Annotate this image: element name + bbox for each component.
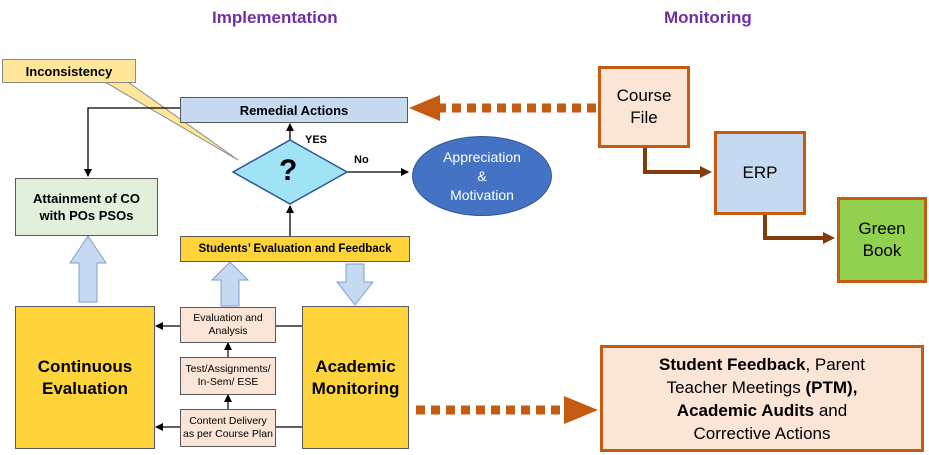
- feedback-line-2: Teacher Meetings (PTM),: [667, 376, 858, 399]
- continuous-line-2: Evaluation: [42, 378, 128, 398]
- student-feedback-box: Student Feedback, Parent Teacher Meeting…: [600, 345, 924, 452]
- content-delivery-box: Content Delivery as per Course Plan: [180, 409, 276, 447]
- feedback-line3-bold: Academic Audits: [676, 400, 815, 420]
- academic-line-1: Academic: [315, 356, 396, 376]
- feedback-line3-rest: and: [814, 400, 848, 420]
- evaluation-analysis-box: Evaluation and Analysis: [180, 307, 276, 343]
- question-mark: ?: [279, 154, 298, 187]
- feedback-line2-bold: (PTM),: [805, 377, 858, 397]
- erp-to-greenbook-head: [823, 232, 835, 244]
- test-assign-line-2: In-Sem/ ESE: [197, 376, 259, 388]
- attainment-line-1: Attainment of CO: [33, 191, 140, 206]
- content-delivery-line-1: Content Delivery: [189, 415, 267, 427]
- green-book-line-2: Book: [862, 241, 902, 260]
- remedial-actions-box: Remedial Actions: [180, 97, 408, 123]
- no-label: No: [354, 154, 369, 166]
- decision-diamond: [231, 139, 349, 205]
- appreciation-line-1: Appreciation: [443, 148, 521, 165]
- content-delivery-line-2: as per Course Plan: [183, 428, 273, 440]
- monitoring-header: Monitoring: [664, 8, 752, 27]
- academic-monitoring-box: Academic Monitoring: [302, 306, 409, 449]
- green-book-line-1: Green: [858, 219, 906, 238]
- remedial-actions-label: Remedial Actions: [239, 102, 349, 118]
- appreciation-ellipse: Appreciation & Motivation: [412, 136, 552, 216]
- erp-box: ERP: [714, 131, 806, 215]
- block-arrow-up-middle: [210, 261, 250, 307]
- block-arrow-up-left: [69, 235, 107, 303]
- feedback-line1-rest: , Parent: [805, 354, 865, 374]
- feedback-line-3: Academic Audits and: [677, 399, 847, 422]
- remedial-to-attainment-line: [84, 107, 180, 177]
- erp-label: ERP: [742, 163, 778, 182]
- erp-to-greenbook-line: [763, 215, 825, 240]
- yes-label: YES: [305, 134, 328, 146]
- inconsistency-label: Inconsistency: [25, 63, 113, 79]
- coursefile-to-remedial-head: [409, 95, 440, 121]
- appreciation-line-3: Motivation: [450, 186, 514, 203]
- test-assign-line-1: Test/Assignments/: [185, 363, 271, 375]
- green-book-box: Green Book: [837, 197, 927, 283]
- course-file-box: Course File: [598, 66, 690, 148]
- block-arrow-down-right: [335, 263, 375, 306]
- feedback-line-4: Corrective Actions: [693, 423, 831, 443]
- attainment-line-2: with POs PSOs: [39, 208, 134, 223]
- students-evaluation-box: Students’ Evaluation and Feedback: [180, 236, 410, 262]
- course-file-line-2: File: [630, 108, 658, 127]
- inconsistency-box: Inconsistency: [2, 59, 136, 83]
- coursefile-to-erp-line: [643, 148, 702, 174]
- academic-to-feedback-head: [564, 396, 598, 424]
- attainment-box: Attainment of CO with POs PSOs: [15, 178, 158, 236]
- course-file-line-1: Course: [616, 86, 672, 105]
- appreciation-line-2: &: [477, 167, 487, 184]
- eval-analysis-line-2: Analysis: [208, 325, 248, 337]
- feedback-line2-plain: Teacher Meetings: [666, 377, 806, 397]
- eval-analysis-line-1: Evaluation and: [193, 312, 263, 324]
- continuous-evaluation-box: Continuous Evaluation: [15, 306, 155, 449]
- test-assignments-box: Test/Assignments/ In-Sem/ ESE: [180, 357, 276, 395]
- coursefile-to-erp-head: [700, 166, 712, 178]
- academic-line-2: Monitoring: [311, 378, 400, 398]
- feedback-line-1: Student Feedback, Parent: [659, 353, 865, 376]
- continuous-line-1: Continuous: [37, 356, 133, 376]
- feedback-line1-bold: Student Feedback: [659, 354, 806, 374]
- implementation-header: Implementation: [212, 8, 338, 27]
- students-evaluation-label: Students’ Evaluation and Feedback: [198, 243, 392, 255]
